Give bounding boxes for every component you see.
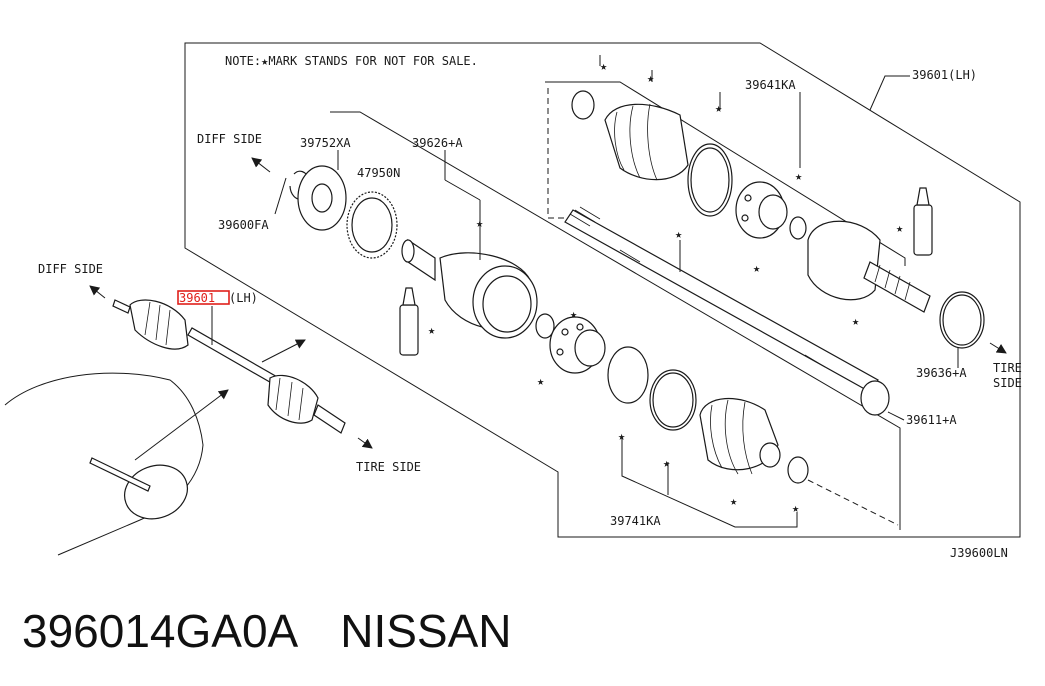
upper-board: [545, 81, 906, 266]
shaft-on-vehicle: [89, 457, 151, 492]
highlight-box: [177, 290, 230, 305]
label-47950n: 47950N: [357, 166, 400, 180]
arrow-icon: [989, 342, 1007, 354]
joint-housing-39626a: [401, 238, 538, 339]
label-39626a: 39626+A: [412, 136, 463, 150]
label-39601-suffix: (LH): [229, 291, 258, 305]
diagram-code: J39600LN: [950, 546, 1008, 560]
star-icon: ★: [537, 374, 544, 388]
star-icon: ★: [730, 494, 737, 508]
star-icon: ★: [675, 227, 682, 241]
label-39611a: 39611+A: [906, 413, 957, 427]
shaft-39611a: [564, 206, 890, 416]
driveshaft-assembly: [112, 299, 346, 434]
exploded-parts-diagram: NOTE:★MARK STANDS FOR NOT FOR SALE. DIFF…: [4, 42, 1022, 560]
boot-band-lower-1: [607, 346, 649, 404]
outer-joint-upper: [807, 220, 931, 313]
diagram-frame: [184, 42, 1021, 538]
brand-name: NISSAN: [340, 605, 512, 657]
label-39600fa: 39600FA: [218, 218, 269, 232]
grease-tube-right: [913, 187, 933, 256]
arrow-icon: [261, 339, 306, 363]
boot-lower: [699, 398, 781, 475]
snap-ring-small: [535, 313, 555, 339]
boot-upper: [604, 103, 689, 181]
arrow-icon: [357, 437, 373, 449]
label-39601-highlight: 39601: [179, 291, 215, 305]
label-39636a: 39636+A: [916, 366, 967, 380]
star-icon: ★: [715, 101, 722, 115]
tire-side-label-bottom: TIRE SIDE: [356, 460, 421, 474]
snap-ring-upper: [789, 216, 807, 240]
note-text: NOTE:★MARK STANDS FOR NOT FOR SALE.: [225, 54, 478, 68]
star-icon: ★: [792, 501, 799, 515]
star-icon: ★: [753, 261, 760, 275]
label-39641ka: 39641KA: [745, 78, 796, 92]
part-caption: 396014GA0A NISSAN: [22, 596, 512, 666]
label-39601lh-top: 39601(LH): [912, 68, 977, 82]
wheel-hub-outline: [124, 464, 188, 520]
star-icon: ★: [476, 216, 483, 230]
star-icon: ★: [663, 456, 670, 470]
tire-side-label-right-2: SIDE: [993, 376, 1022, 390]
star-icon: ★: [600, 59, 607, 73]
star-icon: ★: [428, 323, 435, 337]
star-icon: ★: [647, 71, 654, 85]
star-icon: ★: [570, 307, 577, 321]
diff-side-label-top: DIFF SIDE: [197, 132, 262, 146]
clamp-lower-right: [787, 456, 809, 484]
middle-board: [330, 111, 901, 530]
label-39752xa: 39752XA: [300, 136, 351, 150]
star-icon: ★: [896, 221, 903, 235]
arrow-icon: [134, 389, 229, 461]
inner-race-bearing: [549, 316, 606, 374]
star-icon: ★: [852, 314, 859, 328]
arrow-icon: [89, 285, 106, 299]
label-39741ka: 39741KA: [610, 514, 661, 528]
arrow-icon: [251, 157, 271, 173]
diff-side-label-left: DIFF SIDE: [38, 262, 103, 276]
star-icon: ★: [795, 169, 802, 183]
clamp-upper-small: [571, 90, 595, 120]
tire-side-label-right-1: TIRE: [993, 361, 1022, 375]
inner-race-39641ka: [735, 181, 788, 239]
grease-tube-left: [399, 287, 419, 356]
part-number: 396014GA0A: [22, 605, 299, 657]
